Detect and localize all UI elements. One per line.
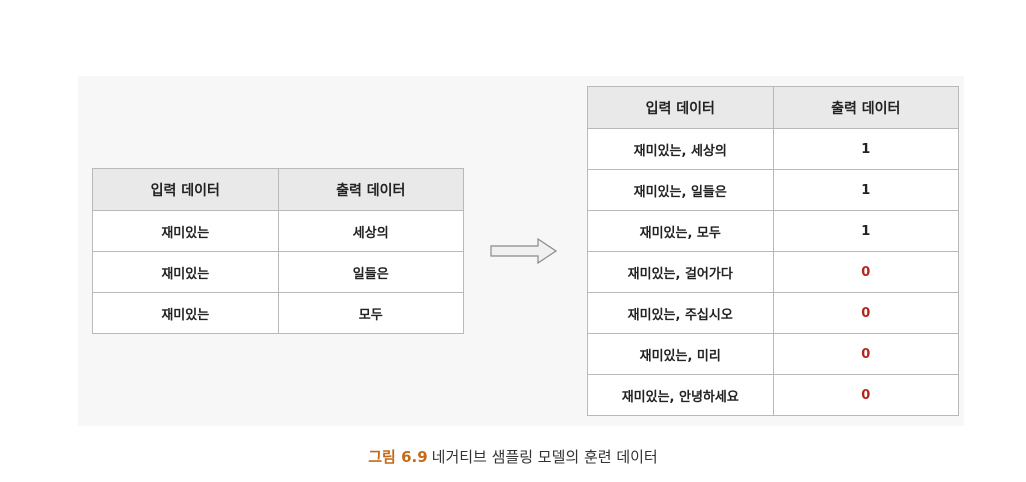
table-row: 재미있는, 일들은 1	[587, 169, 959, 211]
output-cell: 세상의	[277, 210, 464, 252]
input-cell: 재미있는	[92, 210, 279, 252]
negative-sampling-table: 입력 데이터 출력 데이터 재미있는, 세상의 1 재미있는, 일들은 1 재미…	[587, 86, 959, 416]
label-cell: 1	[772, 128, 959, 170]
header-output: 출력 데이터	[277, 168, 464, 211]
input-pair-cell: 재미있는, 일들은	[587, 169, 774, 211]
label-cell: 0	[772, 333, 959, 375]
label-cell: 0	[772, 292, 959, 334]
skipgram-table: 입력 데이터 출력 데이터 재미있는 세상의 재미있는 일들은 재미있는 모두	[92, 168, 464, 334]
input-pair-cell: 재미있는, 미리	[587, 333, 774, 375]
output-cell: 일들은	[277, 251, 464, 293]
label-cell: 1	[772, 169, 959, 211]
header-output: 출력 데이터	[772, 86, 959, 129]
table-header-row: 입력 데이터 출력 데이터	[92, 168, 464, 211]
table-row: 재미있는, 주십시오 0	[587, 292, 959, 334]
table-row: 재미있는, 미리 0	[587, 333, 959, 375]
output-cell: 모두	[277, 292, 464, 334]
input-pair-cell: 재미있는, 걸어가다	[587, 251, 774, 293]
header-input: 입력 데이터	[587, 86, 774, 129]
table-row: 재미있는, 안녕하세요 0	[587, 374, 959, 416]
input-cell: 재미있는	[92, 292, 279, 334]
label-cell: 1	[772, 210, 959, 252]
caption-text: 네거티브 샘플링 모델의 훈련 데이터	[431, 448, 658, 466]
input-pair-cell: 재미있는, 안녕하세요	[587, 374, 774, 416]
table-row: 재미있는 모두	[92, 292, 464, 334]
table-row: 재미있는 세상의	[92, 210, 464, 252]
right-arrow-icon	[490, 238, 558, 264]
input-pair-cell: 재미있는, 주십시오	[587, 292, 774, 334]
label-cell: 0	[772, 374, 959, 416]
table-row: 재미있는, 걸어가다 0	[587, 251, 959, 293]
input-pair-cell: 재미있는, 모두	[587, 210, 774, 252]
figure-number: 그림 6.9	[368, 448, 428, 466]
table-row: 재미있는, 모두 1	[587, 210, 959, 252]
table-header-row: 입력 데이터 출력 데이터	[587, 86, 959, 129]
input-pair-cell: 재미있는, 세상의	[587, 128, 774, 170]
table-row: 재미있는 일들은	[92, 251, 464, 293]
table-row: 재미있는, 세상의 1	[587, 128, 959, 170]
header-input: 입력 데이터	[92, 168, 279, 211]
label-cell: 0	[772, 251, 959, 293]
input-cell: 재미있는	[92, 251, 279, 293]
